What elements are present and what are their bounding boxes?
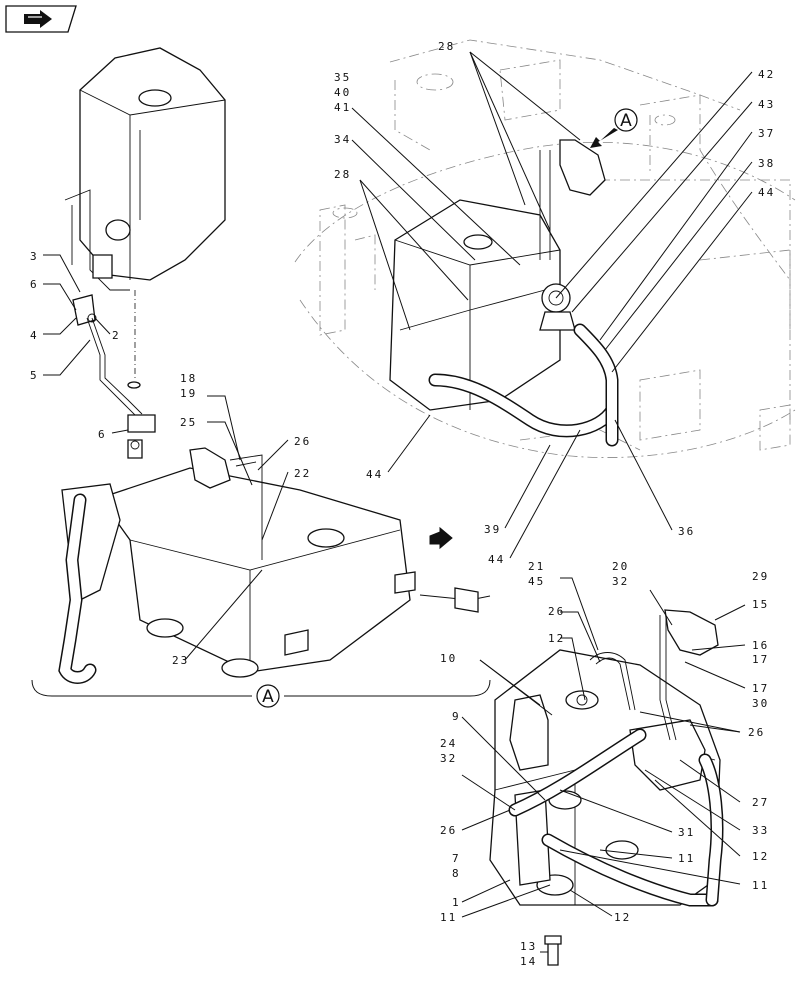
- tr-hose-main: [428, 323, 619, 447]
- label-5: 5: [30, 369, 39, 382]
- label-37: 37: [758, 127, 775, 140]
- label-26c: 26: [748, 726, 765, 739]
- label-12c: 12: [614, 911, 631, 924]
- label-23: 23: [172, 654, 189, 667]
- label-35: 35: [334, 71, 351, 84]
- label-17a: 17: [752, 653, 769, 666]
- label-42: 42: [758, 68, 775, 81]
- label-12a: 12: [548, 632, 565, 645]
- drain-pipe-tl: [72, 294, 156, 459]
- label-10: 10: [440, 652, 457, 665]
- label-34: 34: [334, 133, 351, 146]
- tank-middle-left: [61, 447, 491, 678]
- label-6b: 6: [98, 428, 107, 441]
- label-43: 43: [758, 98, 775, 111]
- label-22: 22: [294, 467, 311, 480]
- label-44b: 44: [366, 468, 383, 481]
- label-16: 16: [752, 639, 769, 652]
- label-7: 7: [452, 852, 461, 865]
- label-14: 14: [520, 955, 537, 968]
- svg-text:A: A: [620, 111, 632, 131]
- label-27: 27: [752, 796, 769, 809]
- label-9: 9: [452, 710, 461, 723]
- label-11c: 11: [440, 911, 457, 924]
- view-arrow-icon: [590, 128, 618, 148]
- label-11b: 11: [752, 879, 769, 892]
- label-19: 19: [180, 387, 197, 400]
- part-labels: 28 35 40 41 34 28 42 43 37 38 44 44 39 4…: [30, 40, 775, 968]
- label-30: 30: [752, 697, 769, 710]
- label-45: 45: [528, 575, 545, 588]
- label-39: 39: [484, 523, 501, 536]
- label-29: 29: [752, 570, 769, 583]
- label-11a: 11: [678, 852, 695, 865]
- label-25: 25: [180, 416, 197, 429]
- br-hoses: [508, 615, 724, 907]
- arrow-right-icon: [24, 10, 52, 28]
- label-2: 2: [112, 329, 121, 342]
- label-8: 8: [452, 867, 461, 880]
- leader-lines: [43, 51, 753, 953]
- label-4: 4: [30, 329, 39, 342]
- label-15: 15: [752, 598, 769, 611]
- nav-button[interactable]: [5, 5, 77, 33]
- label-40: 40: [334, 86, 351, 99]
- view-a-bracket: A: [31, 679, 491, 708]
- label-28a: 28: [438, 40, 455, 53]
- label-3: 3: [30, 250, 39, 263]
- label-20: 20: [612, 560, 629, 573]
- label-6a: 6: [30, 278, 39, 291]
- label-44c: 44: [488, 553, 505, 566]
- direction-arrow-icon: [429, 526, 453, 550]
- svg-text:A: A: [262, 687, 274, 707]
- label-28b: 28: [334, 168, 351, 181]
- label-38: 38: [758, 157, 775, 170]
- label-33: 33: [752, 824, 769, 837]
- label-32a: 32: [612, 575, 629, 588]
- label-41: 41: [334, 101, 351, 114]
- label-31: 31: [678, 826, 695, 839]
- view-a-callout-top: A: [590, 108, 638, 148]
- label-12b: 12: [752, 850, 769, 863]
- label-44a: 44: [758, 186, 775, 199]
- label-1: 1: [452, 896, 461, 909]
- hydraulic-tank-assembly: [389, 139, 606, 411]
- machine-frame: [294, 39, 796, 458]
- label-17b: 17: [752, 682, 769, 695]
- label-26d: 26: [440, 824, 457, 837]
- label-21: 21: [528, 560, 545, 573]
- label-36: 36: [678, 525, 695, 538]
- label-26b: 26: [548, 605, 565, 618]
- ml-hose: [58, 493, 97, 684]
- label-26a: 26: [294, 435, 311, 448]
- tank-top-left: [64, 47, 226, 291]
- label-32b: 32: [440, 752, 457, 765]
- label-18: 18: [180, 372, 197, 385]
- label-13: 13: [520, 940, 537, 953]
- label-24: 24: [440, 737, 457, 750]
